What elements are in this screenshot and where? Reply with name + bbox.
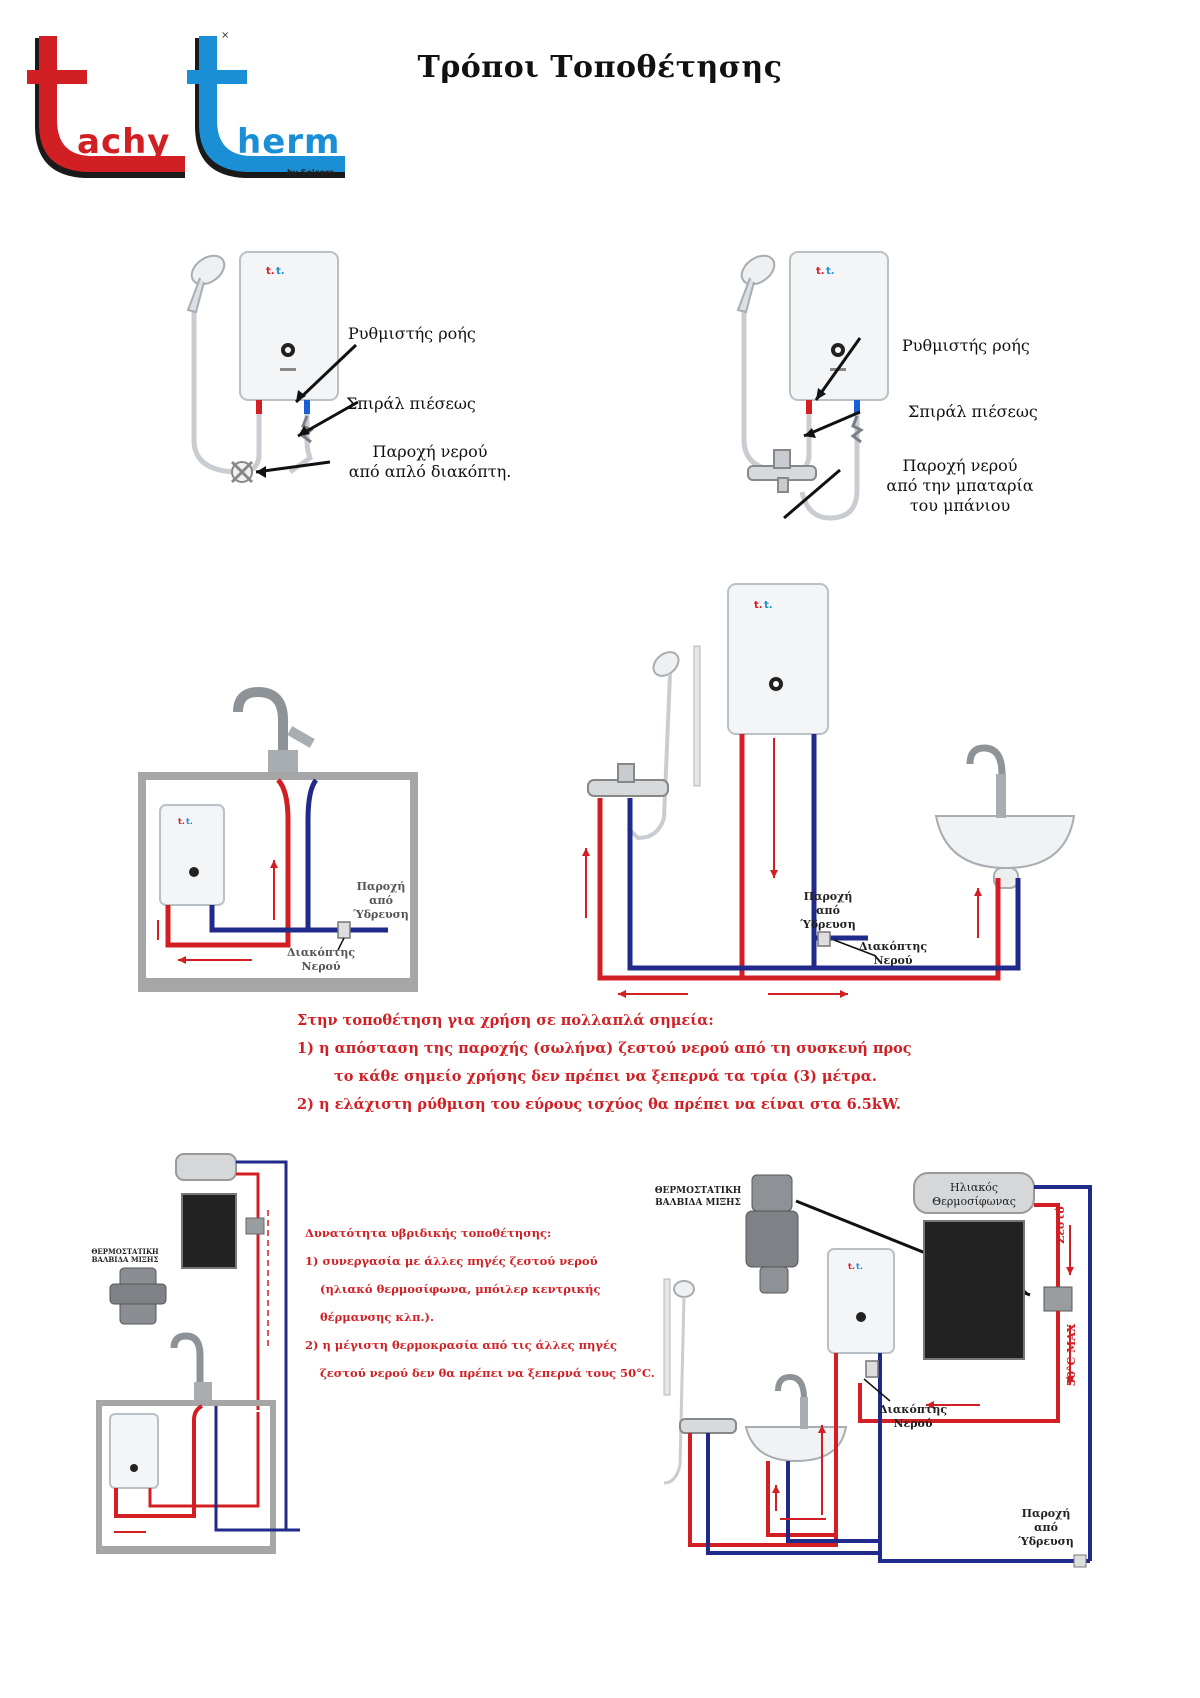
diagram-6-graphic: t. t. xyxy=(663,1172,1092,1568)
diagram-3-graphic: t. t. xyxy=(138,686,418,992)
label-valve-line1: Διακόπτης xyxy=(286,946,356,959)
hybrid-point-1-cont: (ηλιακό θερμοσίφωνα, μπόιλερ κεντρικής xyxy=(320,1282,601,1296)
diagram-under-sink: t. t. Παροχή από Ύδρευση Διακόπτης Νερού xyxy=(138,660,423,995)
svg-text:t.: t. xyxy=(856,1262,863,1271)
label-valve-line2: Νερού xyxy=(893,1417,933,1430)
label-supply-line2: από xyxy=(1034,1521,1058,1534)
svg-text:t.: t. xyxy=(754,600,763,611)
label-supply-line3: Ύδρευση xyxy=(1018,1535,1074,1548)
hybrid-point-2-cont: ζεστού νερού δεν θα πρέπει να ξεπερνά το… xyxy=(320,1366,655,1380)
label-thermostatic-valve: ΘΕΡΜΟΣΤΑΤΙΚΗ ΒΑΛΒΙΔΑ ΜΙΞΗΣ xyxy=(80,1248,170,1264)
label-valve-line1: ΘΕΡΜΟΣΤΑΤΙΚΗ xyxy=(654,1186,742,1196)
svg-text:t.: t. xyxy=(186,817,193,826)
label-supply-line2: από xyxy=(816,904,840,917)
logo-text-herm: herm xyxy=(237,122,341,162)
label-water-supply-line2: από απλό διακόπτη. xyxy=(348,462,512,481)
diagram-2-graphic: t. t. xyxy=(736,251,889,521)
label-thermostatic-valve: ΘΕΡΜΟΣΤΑΤΙΚΗ ΒΑΛΒΙΔΑ ΜΙΞΗΣ xyxy=(650,1185,746,1209)
label-valve-line1: ΘΕΡΜΟΣΤΑΤΙΚΗ xyxy=(91,1247,159,1256)
note-heading: Στην τοποθέτηση για χρήση σε πολλαπλά ση… xyxy=(297,1012,714,1029)
logo-graphic: × xyxy=(27,30,345,178)
label-hot: Ζεστό xyxy=(1054,1206,1067,1244)
note-point-2: 2) η ελάχιστη ρύθμιση του εύρους ισχύος … xyxy=(297,1096,901,1113)
label-supply-line1: Παροχή xyxy=(803,890,853,903)
label-water-supply-line1: Παροχή νερού xyxy=(372,442,488,461)
label-water-valve: Διακόπτης Νερού xyxy=(276,946,366,974)
label-water-supply-line2: από την μπαταρία xyxy=(886,476,1034,495)
svg-text:t.: t. xyxy=(178,817,185,826)
label-supply-line3: Ύδρευση xyxy=(353,908,409,921)
label-valve-line2: Νερού xyxy=(301,960,341,973)
label-pressure-coil: Σπιράλ πιέσεως xyxy=(346,394,476,413)
diagram-bath-mixer: t. t. Ρυθμιστής ροής Σπιράλ πιέσεως xyxy=(720,240,1060,560)
label-flow-regulator: Ρυθμιστής ροής xyxy=(902,336,1030,355)
diagram-4-graphic: t. t. xyxy=(582,583,1076,998)
diagram-1-graphic: t. t. xyxy=(186,251,359,484)
diagram-hybrid-under-sink: ΘΕΡΜΟΣΤΑΤΙΚΗ ΒΑΛΒΙΔΑ ΜΙΞΗΣ xyxy=(90,1150,350,1560)
label-supply-line1: Παροχή xyxy=(356,880,406,893)
label-water-valve: Διακόπτης Νερού xyxy=(868,1403,958,1431)
label-flow-regulator: Ρυθμιστής ροής xyxy=(348,324,476,343)
label-water-supply-line3: του μπάνιου xyxy=(909,496,1011,515)
diagram-5-graphic xyxy=(96,1153,300,1554)
svg-text:t.: t. xyxy=(764,600,773,611)
brand-logo: × achy herm by Solcore xyxy=(25,30,355,190)
svg-text:t.: t. xyxy=(266,266,275,277)
label-valve-line2: Νερού xyxy=(873,954,913,967)
logo-text-achy: achy xyxy=(77,122,171,162)
label-valve-line1: Διακόπτης xyxy=(858,940,928,953)
svg-text:t.: t. xyxy=(826,266,835,277)
label-supply-from-mains: Παροχή από Ύδρευση xyxy=(788,890,868,932)
label-solar-heater: Ηλιακός Θερμοσίφωνας xyxy=(920,1181,1028,1209)
label-supply-line3: Ύδρευση xyxy=(800,918,856,931)
note-point-1: 1) η απόσταση της παροχής (σωλήνα) ζεστο… xyxy=(297,1040,912,1057)
label-water-valve: Διακόπτης Νερού xyxy=(848,940,938,968)
label-water-supply: Παροχή νερού από την μπαταρία του μπάνιο… xyxy=(870,456,1050,516)
label-pressure-coil: Σπιράλ πιέσεως xyxy=(908,402,1038,421)
label-supply-line2: από xyxy=(369,894,393,907)
label-valve-line2: ΒΑΛΒΙΔΑ ΜΙΞΗΣ xyxy=(655,1198,741,1208)
diagram-simple-tap: t. t. Ρυθμιστής ροής Σπιράλ xyxy=(170,240,530,530)
label-valve-line2: ΒΑΛΒΙΔΑ ΜΙΞΗΣ xyxy=(91,1255,159,1264)
label-water-supply-line1: Παροχή νερού xyxy=(902,456,1018,475)
svg-text:t.: t. xyxy=(276,266,285,277)
label-water-supply: Παροχή νερού από απλό διακόπτη. xyxy=(330,442,530,482)
label-solar-line2: Θερμοσίφωνας xyxy=(932,1195,1016,1208)
label-max-temp: 50°C MAX xyxy=(1065,1323,1078,1387)
label-supply-line1: Παροχή xyxy=(1021,1507,1071,1520)
label-supply-from-mains: Παροχή από Ύδρευση xyxy=(1006,1507,1086,1549)
label-valve-line1: Διακόπτης xyxy=(878,1403,948,1416)
svg-text:t.: t. xyxy=(848,1262,855,1271)
page-title: Τρόποι Τοποθέτησης xyxy=(417,50,783,85)
label-supply-from-mains: Παροχή από Ύδρευση xyxy=(346,880,416,922)
hybrid-point-2: 2) η μέγιστη θερμοκρασία από τις άλλες π… xyxy=(305,1338,617,1352)
label-solar-line1: Ηλιακός xyxy=(950,1181,998,1194)
svg-text:×: × xyxy=(221,30,229,41)
note-point-1-cont: το κάθε σημείο χρήσης δεν πρέπει να ξεπε… xyxy=(334,1068,877,1085)
logo-byline: by Solcore xyxy=(287,168,335,177)
svg-text:t.: t. xyxy=(816,266,825,277)
diagram-hybrid-multi-point: t. t. ΘΕΡΜΟΣΤΑΤΙΚΗ xyxy=(650,1165,1115,1568)
diagram-multi-point: t. t. xyxy=(578,578,1078,1008)
